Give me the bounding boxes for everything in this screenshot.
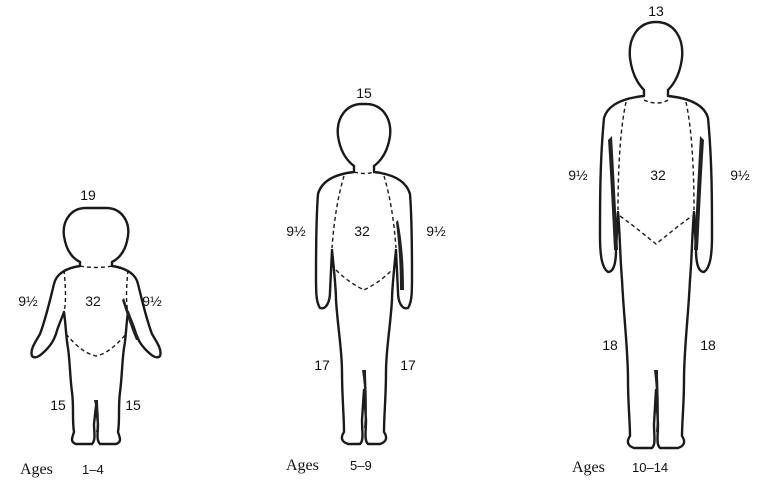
adolescent-right-leg-label: 18 [700, 337, 716, 353]
child-caption-word: Ages [286, 457, 319, 474]
child-hip-dash [335, 269, 393, 291]
child-left-shoulder-dash [331, 175, 345, 249]
adolescent-neck-dash [643, 99, 669, 104]
child-neck-dash [353, 171, 375, 175]
adolescent-caption-word: Ages [572, 459, 605, 476]
adolescent-left-leg-label: 18 [602, 337, 618, 353]
toddler-caption-word: Ages [20, 461, 53, 478]
toddler-right-shoulder-dash [125, 269, 129, 313]
adolescent-right-shoulder-dash [685, 101, 695, 211]
child-head-label: 15 [356, 85, 372, 101]
adolescent-left-arm-label: 9½ [568, 167, 588, 183]
figure-toddler: 19 9½ 9½ 32 15 15 Ages 1–4 [18, 187, 162, 478]
adolescent-leg-shading [654, 370, 659, 432]
child-trunk-label: 32 [354, 223, 370, 239]
adolescent-left-arm-shading [608, 136, 618, 250]
child-outline [314, 102, 414, 446]
child-left-arm-label: 9½ [286, 223, 306, 239]
adolescent-right-arm-label: 9½ [730, 167, 750, 183]
figure-adolescent: 13 9½ 9½ 32 18 18 Ages 10–14 [568, 3, 750, 476]
toddler-neck-dash [79, 265, 113, 269]
child-left-leg-label: 17 [314, 357, 330, 373]
adolescent-trunk-label: 32 [650, 167, 666, 183]
toddler-hip-dash [65, 333, 127, 357]
toddler-trunk-label: 32 [85, 293, 101, 309]
toddler-head-label: 19 [80, 187, 96, 203]
toddler-leg-shading [94, 400, 99, 432]
child-arm-shading [396, 220, 404, 290]
toddler-left-shoulder-dash [63, 269, 67, 313]
toddler-right-arm-label: 9½ [142, 293, 162, 309]
child-right-arm-label: 9½ [426, 223, 446, 239]
adolescent-right-arm-shading [694, 136, 704, 250]
child-right-leg-label: 17 [400, 357, 416, 373]
adolescent-hip-dash [619, 215, 693, 245]
adolescent-caption-range: 10–14 [632, 460, 668, 475]
toddler-left-arm-label: 9½ [18, 293, 38, 309]
child-caption-range: 5–9 [350, 458, 372, 473]
child-right-shoulder-dash [383, 175, 397, 249]
child-leg-shading [362, 370, 367, 428]
toddler-caption-range: 1–4 [82, 462, 104, 477]
toddler-left-leg-label: 15 [50, 397, 66, 413]
toddler-right-leg-label: 15 [125, 397, 141, 413]
adolescent-left-shoulder-dash [617, 101, 627, 211]
figure-child: 15 9½ 9½ 32 17 17 Ages 5–9 [286, 85, 446, 474]
adolescent-head-label: 13 [648, 3, 664, 19]
toddler-arm-shading [122, 298, 140, 340]
